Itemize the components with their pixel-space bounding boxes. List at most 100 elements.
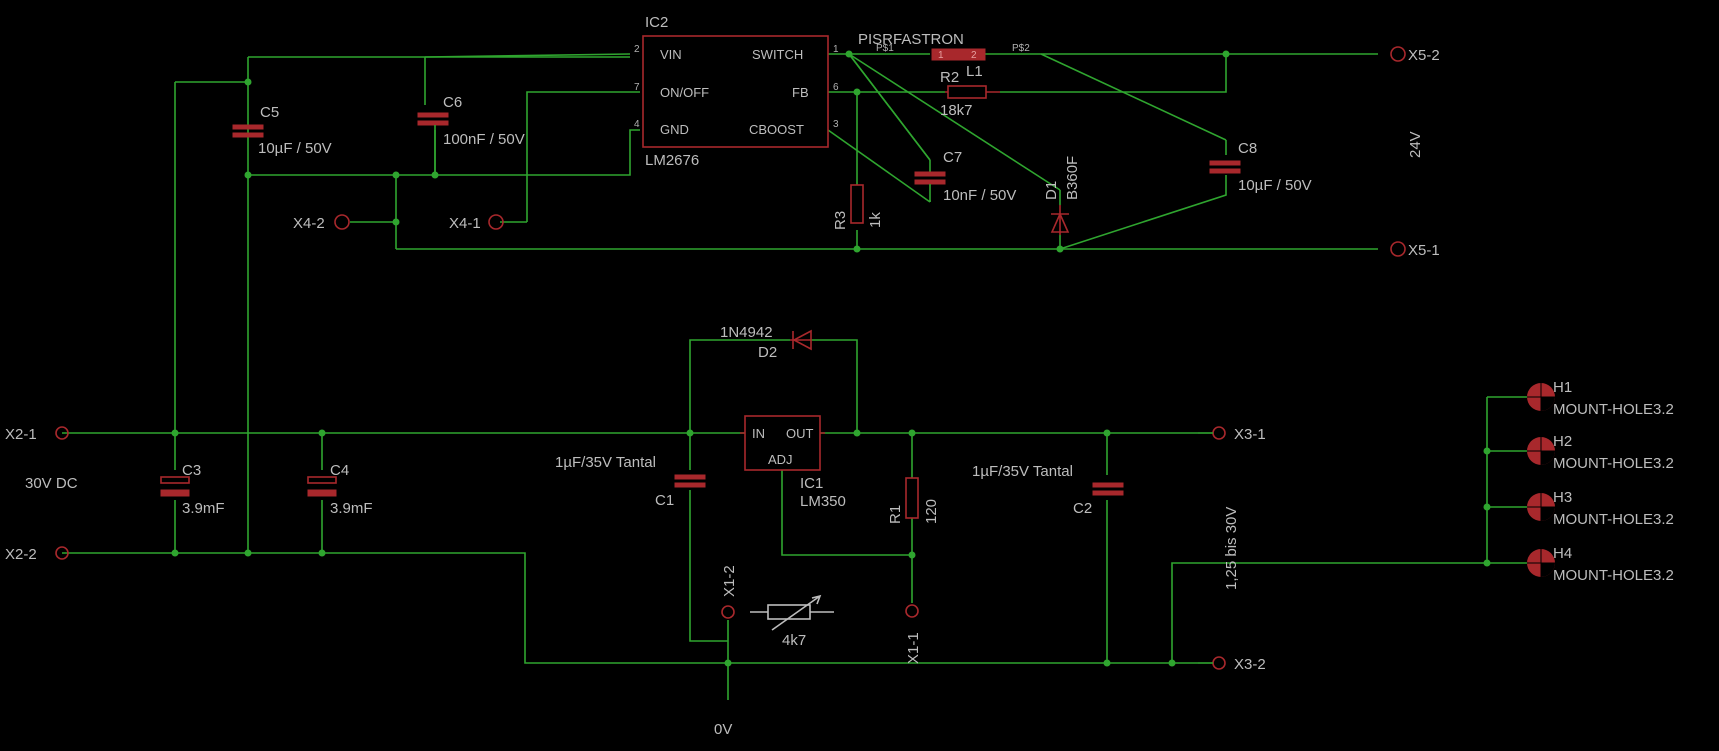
- capacitor-c3[interactable]: C3 3.9mF: [160, 462, 225, 517]
- c5-value-label: 10µF / 50V: [258, 140, 332, 157]
- label-30v-dc: 30V DC: [25, 475, 78, 492]
- svg-text:X5-1: X5-1: [1408, 242, 1440, 259]
- ground-label: 0V: [714, 721, 732, 738]
- mount-hole-h3[interactable]: H3 MOUNT-HOLE3.2: [1527, 489, 1674, 528]
- ic2-value-label: LM2676: [645, 152, 699, 169]
- connector-x5-1[interactable]: X5-1: [1390, 241, 1440, 259]
- diode-d1[interactable]: D1 B360F: [1043, 156, 1081, 235]
- capacitor-c7[interactable]: C7 10nF / 50V: [914, 149, 1016, 204]
- svg-text:X3-1: X3-1: [1234, 426, 1266, 443]
- connector-x2-2[interactable]: X2-2: [5, 546, 69, 563]
- l1-pin1: 1: [938, 50, 944, 61]
- ic2-pinnum-2: 2: [634, 44, 640, 55]
- c3-value-label: 3.9mF: [182, 500, 225, 517]
- connector-x5-2[interactable]: X5-2: [1390, 46, 1440, 64]
- svg-text:MOUNT-HOLE3.2: MOUNT-HOLE3.2: [1553, 567, 1674, 584]
- c5-ref-label: C5: [260, 104, 279, 121]
- mount-hole-h1[interactable]: H1 MOUNT-HOLE3.2: [1527, 379, 1674, 418]
- svg-text:MOUNT-HOLE3.2: MOUNT-HOLE3.2: [1553, 455, 1674, 472]
- connector-x2-1[interactable]: X2-1: [5, 426, 69, 443]
- potentiometer[interactable]: 4k7: [750, 594, 834, 649]
- svg-text:H1: H1: [1553, 379, 1572, 396]
- resistor-r3[interactable]: R3 1k: [832, 184, 884, 230]
- connector-x3-2[interactable]: X3-2: [1198, 656, 1266, 673]
- svg-text:X2-2: X2-2: [5, 546, 37, 563]
- connector-x4-1[interactable]: X4-1: [449, 214, 504, 232]
- resistor-r2[interactable]: R2 18k7: [940, 69, 1000, 119]
- capacitor-c4[interactable]: C4 3.9mF: [307, 462, 373, 517]
- junctions: [171, 50, 1491, 667]
- svg-text:X2-1: X2-1: [5, 426, 37, 443]
- svg-text:MOUNT-HOLE3.2: MOUNT-HOLE3.2: [1553, 401, 1674, 418]
- inductor-l1[interactable]: 1 2 PISRFASTRON L1 P$1 P$2: [858, 31, 1030, 80]
- pot-value-label: 4k7: [782, 632, 806, 649]
- ic2-lm2676[interactable]: IC2 LM2676 VIN SWITCH ON/OFF FB GND CBOO…: [634, 14, 839, 169]
- connector-x1-2[interactable]: X1-2: [721, 565, 738, 619]
- svg-text:H4: H4: [1553, 545, 1572, 562]
- c7-ref-label: C7: [943, 149, 962, 166]
- l1-value-label: PISRFASTRON: [858, 31, 964, 48]
- svg-text:X4-2: X4-2: [293, 215, 325, 232]
- connector-x3-1[interactable]: X3-1: [1198, 426, 1266, 443]
- label-24v: 24V: [1407, 131, 1424, 158]
- svg-text:MOUNT-HOLE3.2: MOUNT-HOLE3.2: [1553, 511, 1674, 528]
- c1-ref-label: C1: [655, 492, 674, 509]
- capacitor-c8[interactable]: C8 10µF / 50V: [1209, 140, 1312, 194]
- r3-ref-label: R3: [832, 211, 849, 230]
- c2-value-label: 1µF/35V Tantal: [972, 463, 1073, 480]
- c6-ref-label: C6: [443, 94, 462, 111]
- label-adjustable-output: 1,25 bis 30V: [1223, 507, 1240, 590]
- wires: [62, 53, 1527, 700]
- ic2-pin-cboost: CBOOST: [749, 122, 804, 137]
- svg-text:X5-2: X5-2: [1408, 47, 1440, 64]
- svg-text:H3: H3: [1553, 489, 1572, 506]
- ic2-pin-switch: SWITCH: [752, 47, 803, 62]
- capacitor-c5[interactable]: C5 10µF / 50V: [232, 104, 332, 157]
- mount-hole-h4[interactable]: H4 MOUNT-HOLE3.2: [1527, 545, 1674, 584]
- capacitor-c6[interactable]: C6 100nF / 50V: [417, 94, 525, 175]
- ic2-pinnum-4: 4: [634, 119, 640, 130]
- svg-text:X4-1: X4-1: [449, 215, 481, 232]
- svg-text:X1-1: X1-1: [905, 632, 922, 664]
- ic1-pin-out: OUT: [786, 426, 814, 441]
- c3-ref-label: C3: [182, 462, 201, 479]
- ic2-pinnum-6: 6: [833, 82, 839, 93]
- ic2-pin-onoff: ON/OFF: [660, 85, 709, 100]
- c7-value-label: 10nF / 50V: [943, 187, 1016, 204]
- r2-value-label: 18k7: [940, 102, 973, 119]
- ic2-ref-label: IC2: [645, 14, 668, 31]
- c4-value-label: 3.9mF: [330, 500, 373, 517]
- l1-pad1: P$1: [876, 43, 894, 54]
- capacitor-c2[interactable]: 1µF/35V Tantal C2: [972, 463, 1124, 517]
- ic2-pin-gnd: GND: [660, 122, 689, 137]
- connector-x4-2[interactable]: X4-2: [293, 214, 350, 232]
- ic2-pinnum-3: 3: [833, 119, 839, 130]
- resistor-r1[interactable]: R1 120: [887, 477, 940, 524]
- d2-value-label: 1N4942: [720, 324, 773, 341]
- ic1-ref-label: IC1: [800, 475, 823, 492]
- ic1-lm350[interactable]: IN OUT ADJ IC1 LM350: [740, 415, 846, 510]
- l1-pin2: 2: [971, 50, 977, 61]
- ic2-pinnum-7: 7: [634, 82, 640, 93]
- l1-pad2: P$2: [1012, 43, 1030, 54]
- svg-text:X3-2: X3-2: [1234, 656, 1266, 673]
- svg-text:H2: H2: [1553, 433, 1572, 450]
- c6-value-label: 100nF / 50V: [443, 131, 525, 148]
- c1-value-label: 1µF/35V Tantal: [555, 454, 656, 471]
- c8-value-label: 10µF / 50V: [1238, 177, 1312, 194]
- svg-text:X1-2: X1-2: [721, 565, 738, 597]
- c2-ref-label: C2: [1073, 500, 1092, 517]
- d2-ref-label: D2: [758, 344, 777, 361]
- ic1-pin-adj: ADJ: [768, 452, 793, 467]
- diode-d2[interactable]: 1N4942 D2: [720, 324, 812, 361]
- c4-ref-label: C4: [330, 462, 349, 479]
- r2-ref-label: R2: [940, 69, 959, 86]
- d1-value-label: B360F: [1064, 156, 1081, 200]
- ic2-pinnum-1: 1: [833, 44, 839, 55]
- connector-x1-1[interactable]: X1-1: [905, 604, 922, 664]
- mount-hole-h2[interactable]: H2 MOUNT-HOLE3.2: [1527, 433, 1674, 472]
- l1-ref-label: L1: [966, 63, 983, 80]
- capacitor-c1[interactable]: 1µF/35V Tantal C1: [555, 454, 706, 509]
- c8-ref-label: C8: [1238, 140, 1257, 157]
